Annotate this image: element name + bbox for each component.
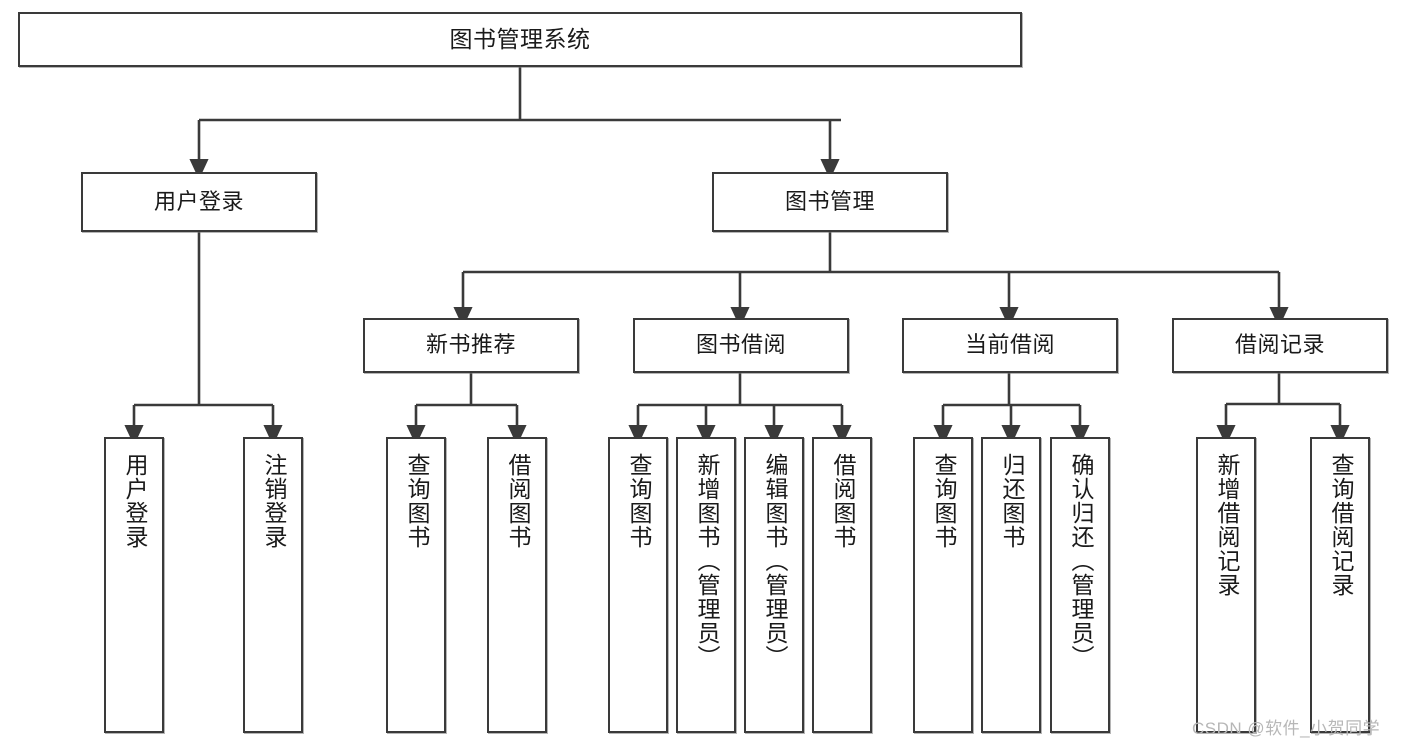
connector-book-borrow-to-leaves — [628, 373, 852, 446]
node-leaf-query-book-current-label: 查询图书 — [930, 453, 957, 549]
node-leaf-borrow-book-label: 借阅图书 — [829, 453, 856, 549]
node-leaf-query-borrow-record[interactable]: 查询借阅记录 — [1310, 437, 1370, 733]
node-leaf-return-book[interactable]: 归还图书 — [981, 437, 1041, 733]
node-borrow-record-label: 借阅记录 — [1234, 332, 1325, 358]
node-leaf-query-book-recommend[interactable]: 查询图书 — [386, 437, 446, 733]
node-leaf-user-login[interactable]: 用户登录 — [104, 437, 164, 733]
node-leaf-user-login-label: 用户登录 — [121, 453, 148, 549]
node-user-login-label: 用户登录 — [153, 188, 244, 214]
connector-borrow-record-to-leaves — [1216, 373, 1350, 446]
connector-current-borrow-to-leaves — [933, 373, 1090, 446]
node-book-manage[interactable]: 图书管理 — [712, 172, 948, 232]
node-leaf-add-book-label: 新增图书（管理员） — [693, 453, 720, 669]
node-leaf-add-book[interactable]: 新增图书（管理员） — [676, 437, 736, 733]
node-leaf-query-book-current[interactable]: 查询图书 — [913, 437, 973, 733]
node-leaf-user-logout[interactable]: 注销登录 — [243, 437, 303, 733]
node-leaf-user-logout-label: 注销登录 — [260, 453, 287, 549]
node-book-manage-label: 图书管理 — [784, 188, 875, 214]
node-borrow-record[interactable]: 借阅记录 — [1172, 318, 1388, 373]
node-current-borrow-label: 当前借阅 — [964, 332, 1055, 358]
node-leaf-borrow-book-recommend[interactable]: 借阅图书 — [487, 437, 547, 733]
node-leaf-add-borrow-record[interactable]: 新增借阅记录 — [1196, 437, 1256, 733]
node-leaf-return-book-label: 归还图书 — [998, 453, 1025, 549]
node-leaf-add-borrow-record-label: 新增借阅记录 — [1213, 453, 1240, 597]
node-leaf-query-book-borrow[interactable]: 查询图书 — [608, 437, 668, 733]
node-current-borrow[interactable]: 当前借阅 — [902, 318, 1118, 373]
node-leaf-query-book-borrow-label: 查询图书 — [625, 453, 652, 549]
node-leaf-confirm-return-label: 确认归还（管理员） — [1067, 453, 1094, 669]
connector-book-manage-to-level2 — [453, 232, 1289, 328]
node-leaf-borrow-book-recommend-label: 借阅图书 — [504, 453, 531, 549]
node-root-label: 图书管理系统 — [449, 25, 591, 52]
node-new-book-recommend-label: 新书推荐 — [425, 332, 516, 358]
node-new-book-recommend[interactable]: 新书推荐 — [363, 318, 579, 373]
node-root[interactable]: 图书管理系统 — [18, 12, 1022, 67]
connector-new-book-recommend-to-leaves — [406, 373, 527, 446]
node-leaf-confirm-return[interactable]: 确认归还（管理员） — [1050, 437, 1110, 733]
node-leaf-edit-book[interactable]: 编辑图书（管理员） — [744, 437, 804, 733]
node-leaf-query-borrow-record-label: 查询借阅记录 — [1327, 453, 1354, 597]
connector-root-to-level1 — [189, 67, 841, 180]
node-user-login[interactable]: 用户登录 — [81, 172, 317, 232]
watermark-csdn: CSDN @软件_小贺同学 — [1192, 719, 1381, 738]
connector-user-login-to-leaves — [124, 232, 283, 446]
node-book-borrow[interactable]: 图书借阅 — [633, 318, 849, 373]
node-book-borrow-label: 图书借阅 — [695, 332, 786, 358]
node-leaf-borrow-book[interactable]: 借阅图书 — [812, 437, 872, 733]
node-leaf-edit-book-label: 编辑图书（管理员） — [761, 453, 788, 669]
node-leaf-query-book-recommend-label: 查询图书 — [403, 453, 430, 549]
